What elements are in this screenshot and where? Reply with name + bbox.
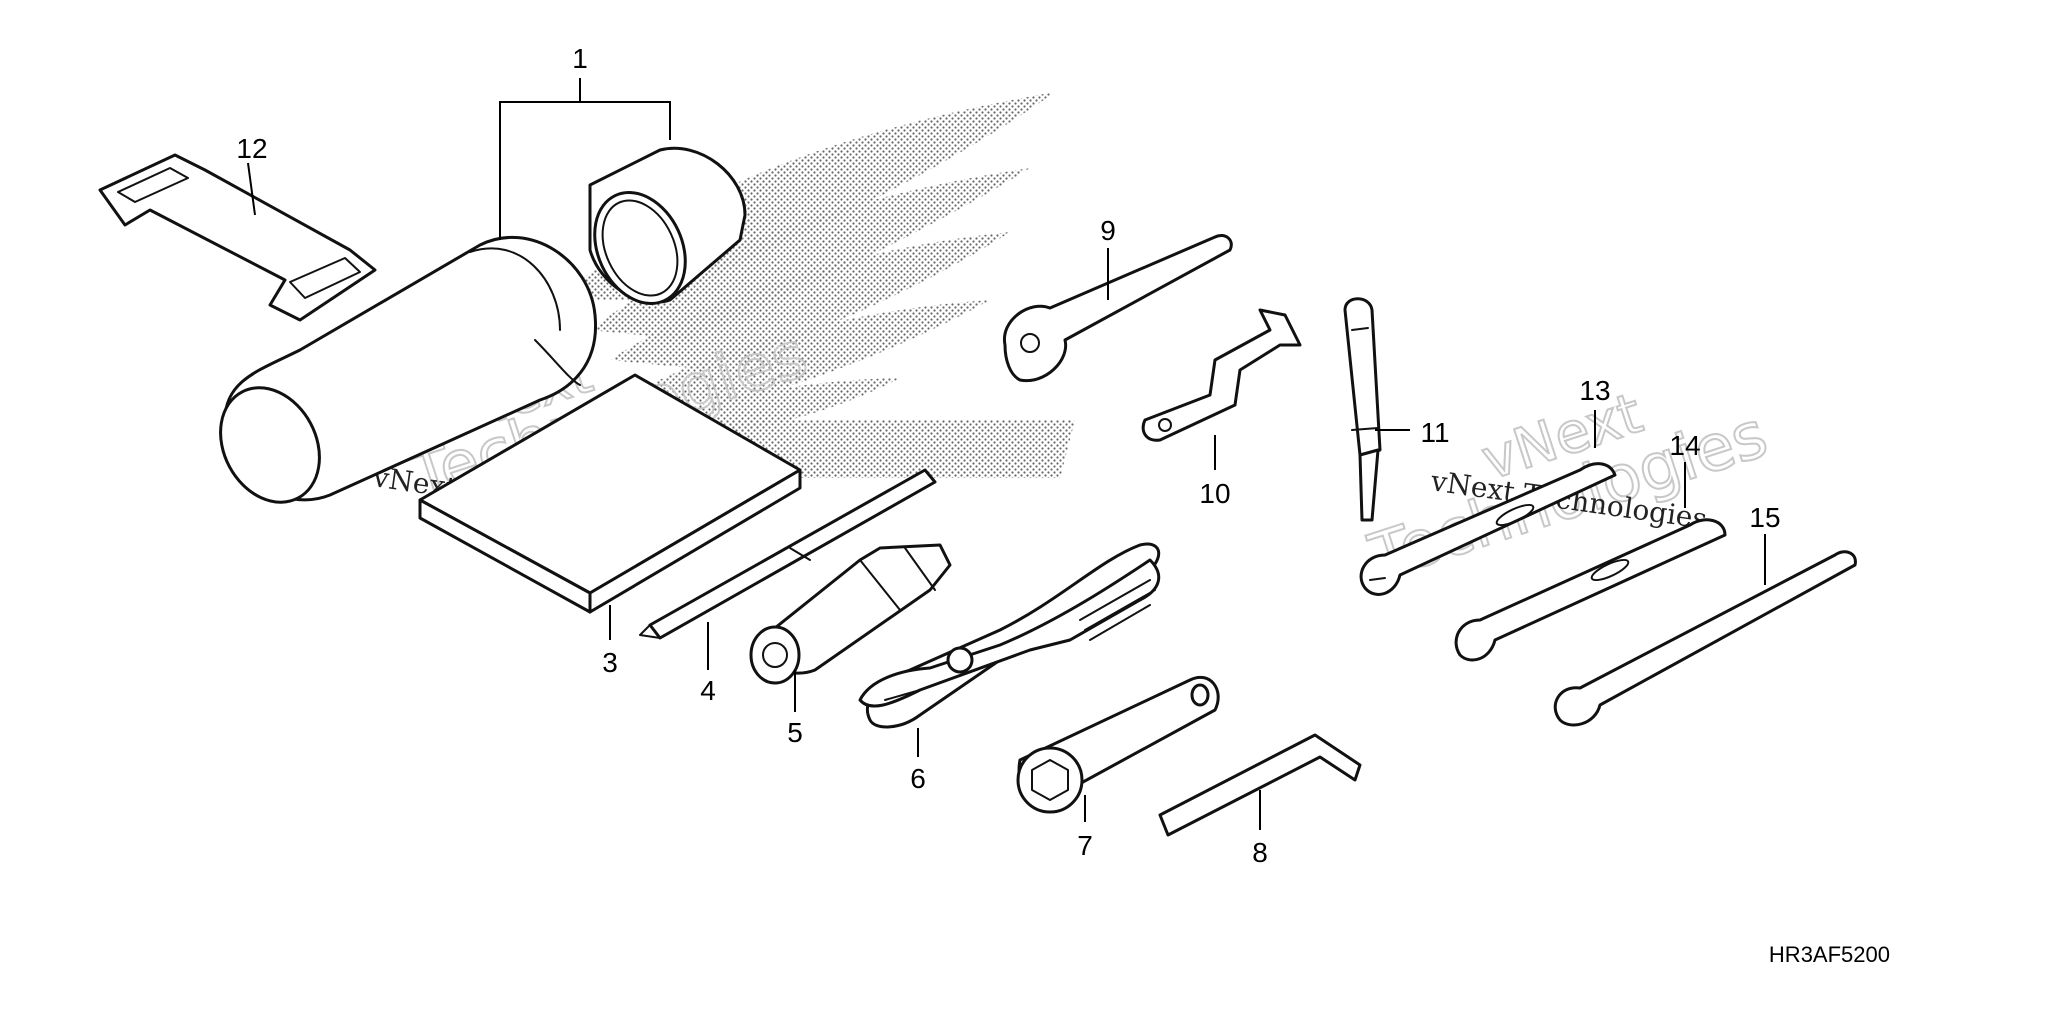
label-part-13: 13 (1579, 375, 1610, 406)
label-part-10: 10 (1199, 478, 1230, 509)
label-part-4: 4 (700, 675, 716, 706)
part-11-screwdriver (1343, 297, 1382, 522)
label-part-9: 9 (1100, 215, 1116, 246)
part-6-pliers (858, 542, 1161, 729)
part-labels: 1 3 4 5 6 7 8 9 10 11 12 13 14 15 (236, 43, 1780, 868)
part-9-wrench (1003, 234, 1233, 383)
label-part-1: 1 (572, 43, 588, 74)
label-part-11: 11 (1420, 417, 1449, 448)
part-13-wrench (1359, 462, 1617, 596)
part-5-screwdriver-handle (749, 543, 952, 685)
label-part-7: 7 (1077, 830, 1093, 861)
part-14-wrench (1454, 518, 1727, 662)
part-3-owners-manual (418, 373, 802, 614)
diagram-code: HR3AF5200 (1769, 942, 1890, 967)
part-7-plug-wrench (1016, 675, 1220, 814)
part-8-hex-key (1158, 733, 1362, 837)
label-part-6: 6 (910, 763, 926, 794)
label-part-8: 8 (1252, 837, 1268, 868)
part-15-wrench-long (1553, 550, 1857, 727)
part-10-pin-spanner (1141, 308, 1302, 442)
leader-lines (247, 78, 1766, 830)
part-4-screwdriver (639, 468, 937, 640)
part-1-tool-case (219, 146, 747, 504)
label-part-14: 14 (1669, 430, 1700, 461)
part-12-strap (98, 153, 377, 322)
label-part-12: 12 (236, 133, 267, 164)
label-part-5: 5 (787, 717, 803, 748)
label-part-3: 3 (602, 647, 618, 678)
label-part-15: 15 (1749, 502, 1780, 533)
